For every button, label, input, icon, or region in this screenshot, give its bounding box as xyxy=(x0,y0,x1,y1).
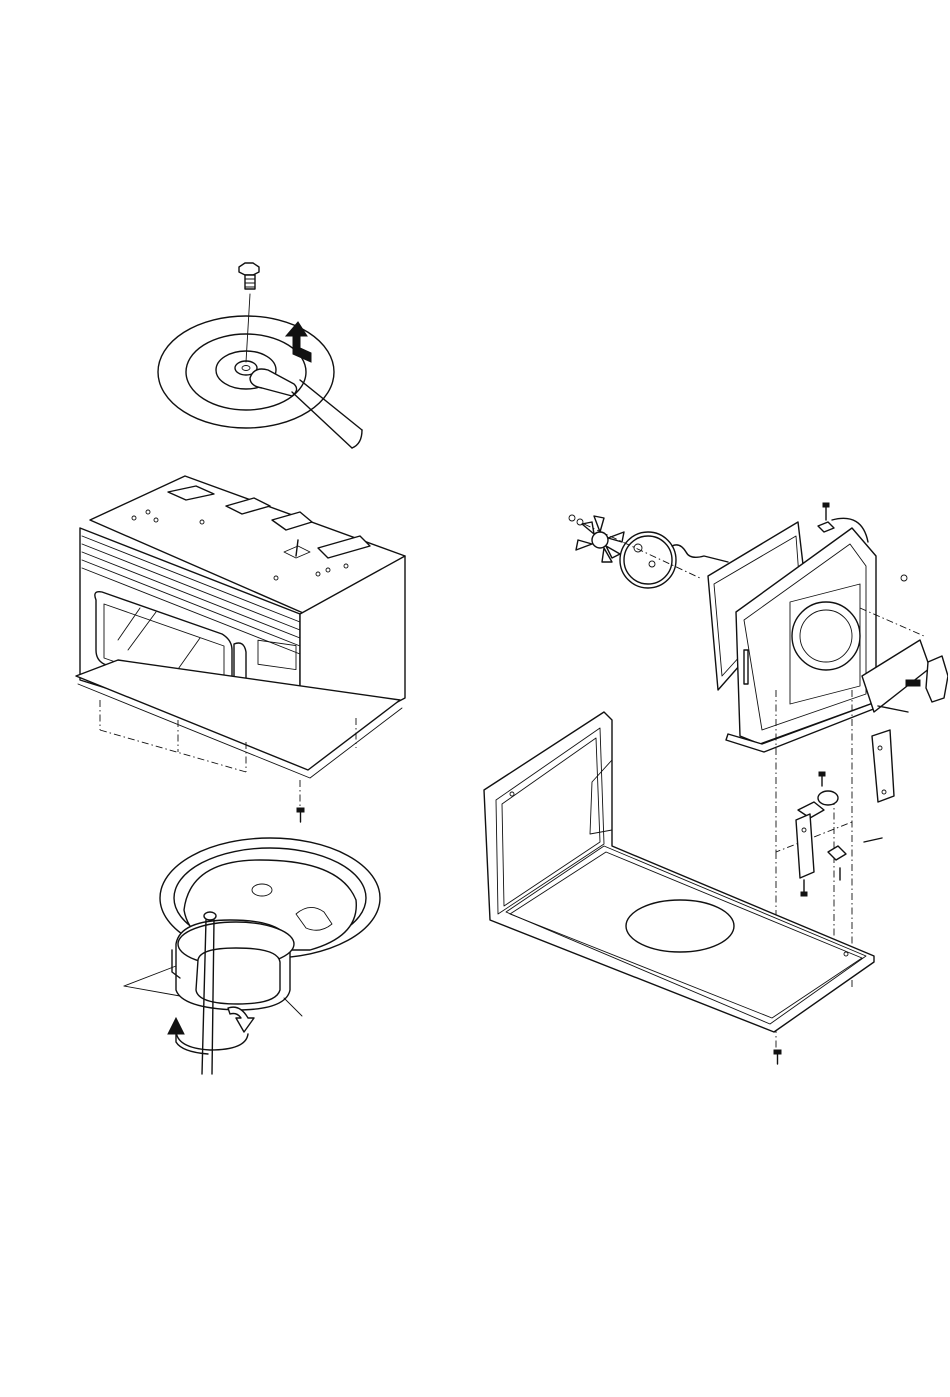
microwave-oven-illustration xyxy=(76,476,405,806)
exploded-view-illustration xyxy=(484,503,948,1064)
turntable-motor-illustration xyxy=(124,838,380,1074)
turntable-motor-figure xyxy=(120,835,390,1080)
oven-base-plate-figure xyxy=(70,470,415,830)
turntable-removal-figure xyxy=(150,250,380,455)
rotate-arrow-icon xyxy=(168,1007,254,1054)
screwdriver-icon xyxy=(250,369,362,448)
turntable-plate-outer xyxy=(158,316,334,428)
convection-assembly-figure xyxy=(478,498,948,1068)
up-arrow-icon xyxy=(286,322,311,362)
screw-icon xyxy=(297,808,304,822)
screw-icon xyxy=(239,263,259,289)
